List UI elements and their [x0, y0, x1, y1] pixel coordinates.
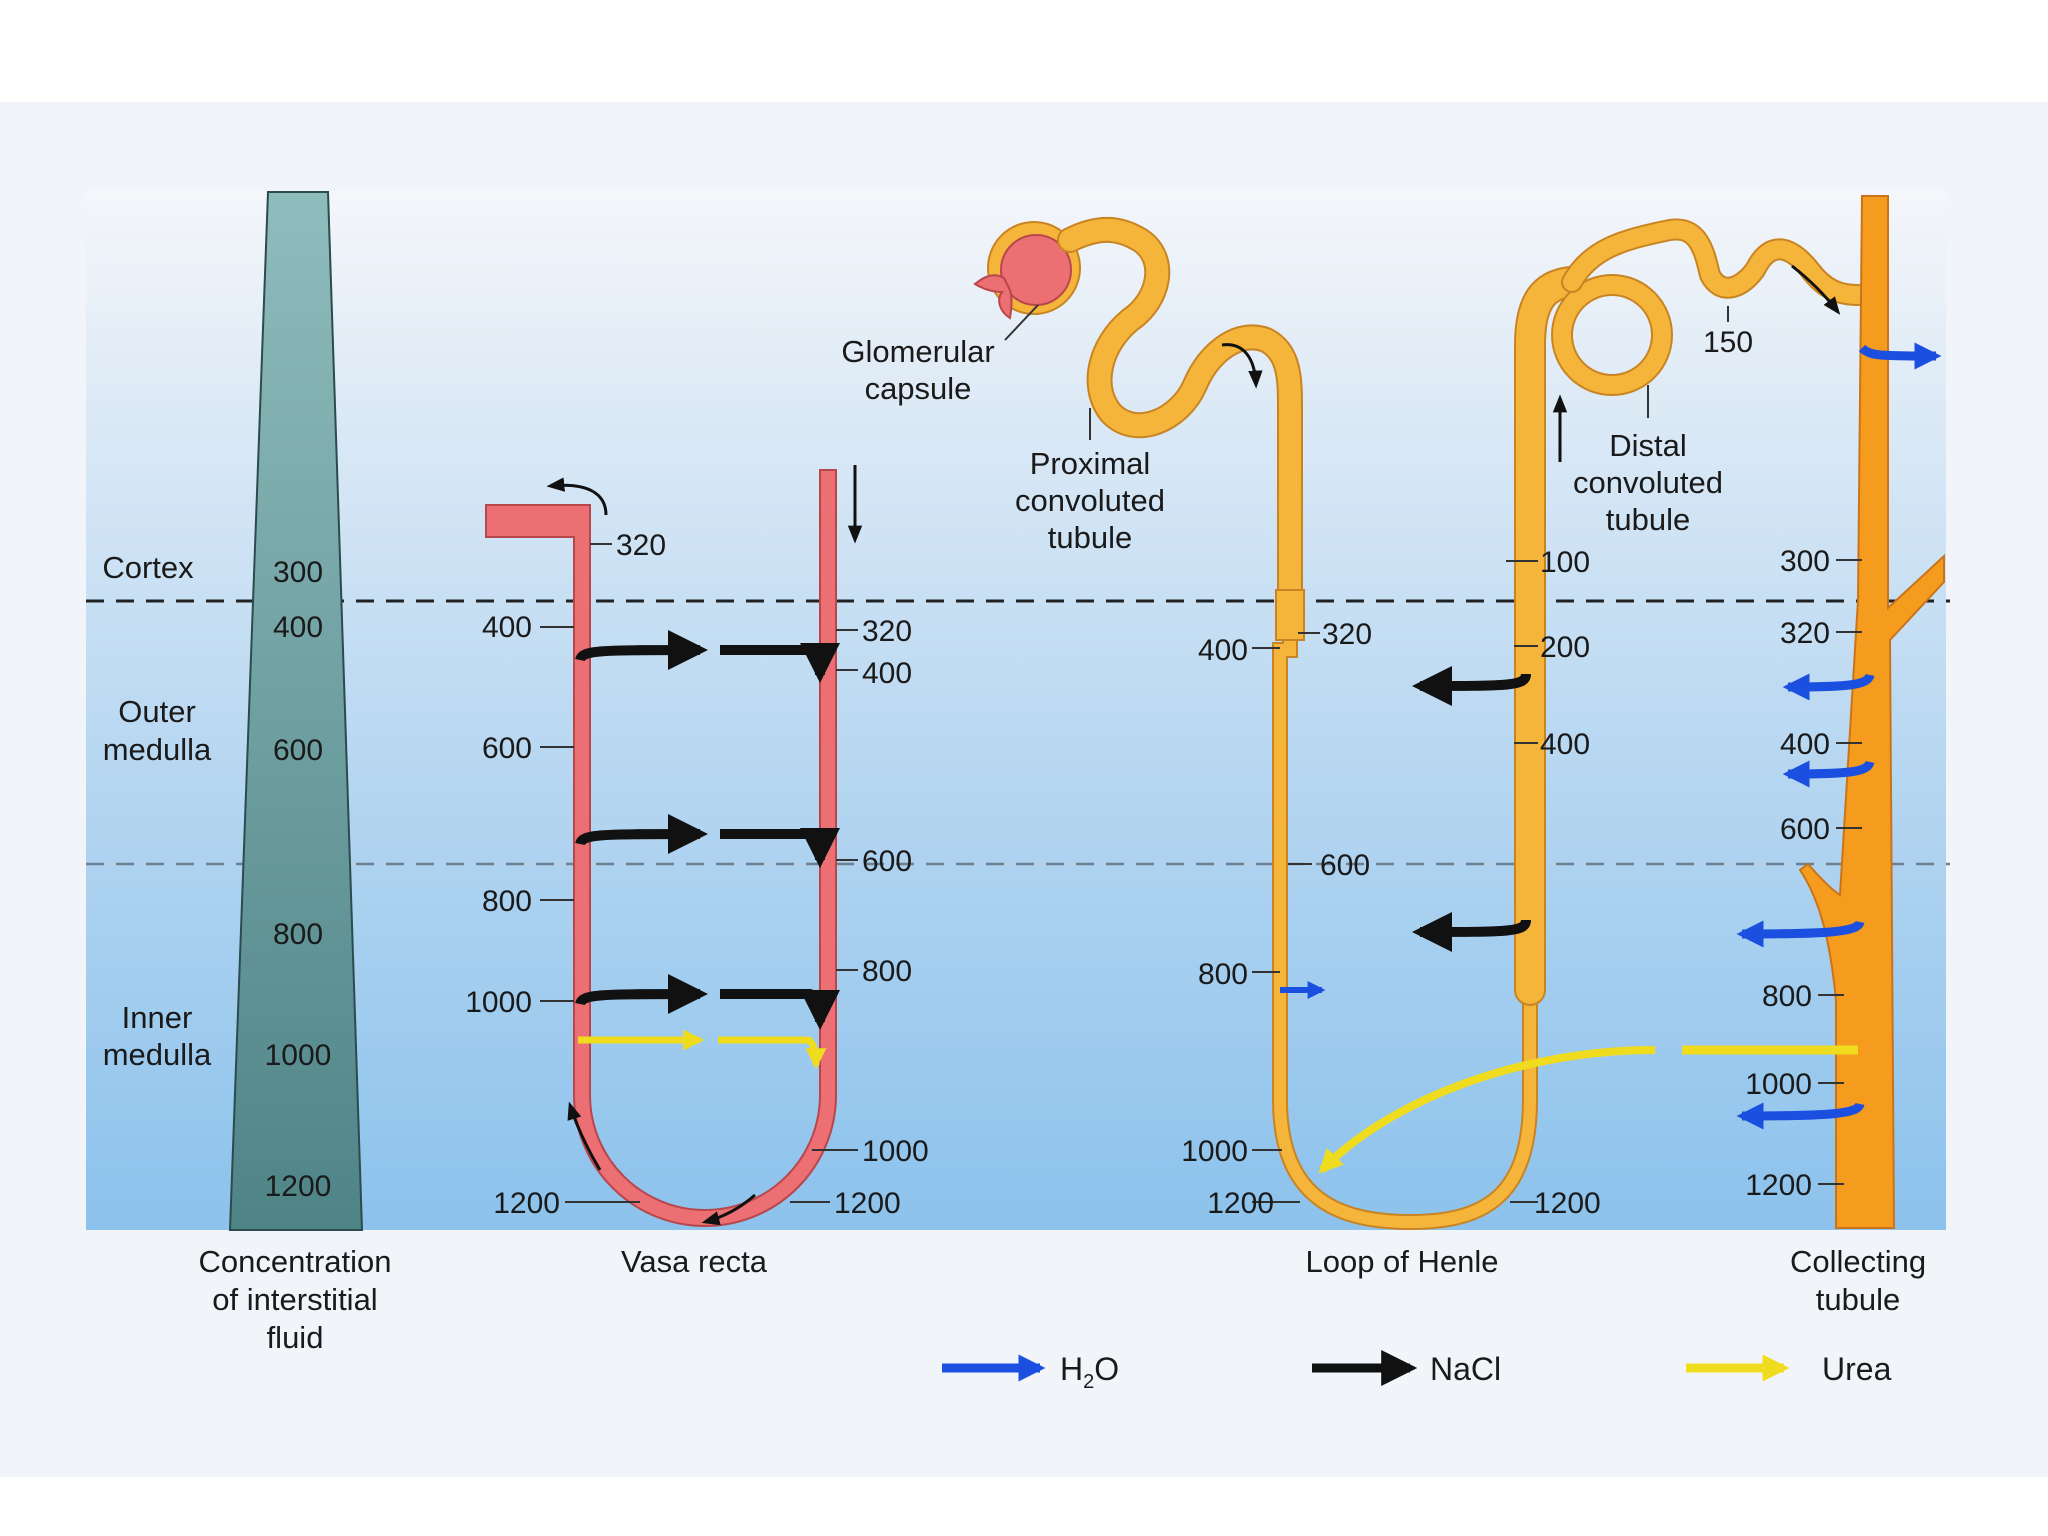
legend: H2O NaCl Urea — [942, 1350, 1892, 1393]
vasa-recta-left-value: 400 — [482, 611, 532, 644]
collecting-tubule-caption-2: tubule — [1816, 1282, 1900, 1317]
loop-ascending-value: 100 — [1540, 546, 1590, 579]
tissue-panel — [86, 190, 1946, 1230]
loop-descending-value: 400 — [1198, 634, 1248, 667]
region-label-outer-medulla-1: Outer — [118, 694, 196, 729]
h2o-arrow — [1858, 342, 1942, 370]
vasa-recta-left-value: 600 — [482, 732, 532, 765]
distal-value: 150 — [1703, 326, 1753, 359]
urea-arrow — [1318, 1046, 1656, 1174]
region-label-outer-medulla-2: medulla — [103, 732, 212, 767]
region-label-inner-medulla-1: Inner — [122, 1000, 193, 1035]
glomerular-capsule-label-1: Glomerular — [841, 334, 994, 369]
vasa-recta-vessel — [485, 469, 837, 1227]
h2o-arrow — [1736, 1102, 1865, 1130]
loop-of-henle-caption: Loop of Henle — [1305, 1244, 1498, 1279]
urea-arrow — [718, 1036, 827, 1070]
h2o-arrow — [1782, 760, 1875, 788]
collecting-tubule-caption-1: Collecting — [1790, 1244, 1926, 1279]
collecting-tubule: 300 320 400 600 800 1000 1200 Collecting… — [1682, 195, 1945, 1317]
collecting-value: 320 — [1780, 617, 1830, 650]
vasa-recta-outflow-arrow — [546, 477, 608, 516]
vasa-recta-nacl-arrows — [575, 630, 840, 1030]
nacl-arrow — [720, 642, 840, 683]
interstitial-concentration-column — [228, 191, 364, 1231]
nacl-arrow — [575, 974, 708, 1015]
interstitial-caption-line-1: Concentration — [198, 1244, 391, 1279]
h2o-arrow — [1782, 673, 1875, 701]
interstitial-value: 300 — [273, 556, 323, 589]
proximal-tubule-label-3: tubule — [1048, 520, 1132, 555]
vasa-recta-left-value: 1200 — [493, 1187, 560, 1220]
loop-descending-value: 1200 — [1207, 1187, 1274, 1220]
glomerulus — [1000, 234, 1072, 306]
interstitial-value: 600 — [273, 734, 323, 767]
nephron: Glomerular capsule Proximal convoluted t… — [841, 216, 1869, 1279]
loop-descending-value: 1000 — [1181, 1135, 1248, 1168]
region-label-cortex: Cortex — [102, 550, 194, 585]
loop-descending-value: 800 — [1198, 958, 1248, 991]
collecting-value: 600 — [1780, 813, 1830, 846]
collecting-value: 1200 — [1745, 1169, 1812, 1202]
dct-flow-arrow — [1791, 264, 1841, 315]
distal-tubule-label-1: Distal — [1609, 428, 1687, 463]
vasa-recta-right-value: 400 — [862, 657, 912, 690]
vasa-recta-left-value: 1000 — [465, 986, 532, 1019]
vasa-recta-upflow-arrow — [567, 1101, 602, 1171]
loop-ascending-value: 200 — [1540, 631, 1590, 664]
interstitial-value: 400 — [273, 611, 323, 644]
vasa-recta-left-value: 800 — [482, 885, 532, 918]
nacl-arrow — [720, 989, 840, 1030]
nacl-arrow — [1412, 665, 1531, 706]
loop-descending-value: 320 — [1322, 618, 1372, 651]
glomerular-capsule-label-2: capsule — [865, 371, 972, 406]
vasa-recta-bottom-arrow — [701, 1193, 756, 1226]
legend-h2o-label: H2O — [1060, 1351, 1119, 1393]
proximal-tubule-label-1: Proximal — [1030, 446, 1151, 481]
vasa-recta-right-value: 600 — [862, 845, 912, 878]
proximal-tubule-label-2: convoluted — [1015, 483, 1165, 518]
interstitial-values: 300 400 600 800 1000 1200 — [265, 556, 332, 1203]
vasa-recta: 320 400 600 800 1000 1200 320 400 600 80… — [465, 465, 929, 1279]
vasa-recta-urea-arrows — [578, 1029, 827, 1070]
distal-tubule-label-2: convoluted — [1573, 465, 1723, 500]
h2o-arrow — [1736, 920, 1865, 948]
vasa-recta-top-value: 320 — [616, 529, 666, 562]
vasa-recta-right-value: 1000 — [862, 1135, 929, 1168]
loop-ascending-value: 400 — [1540, 728, 1590, 761]
nacl-arrow — [1412, 911, 1531, 952]
pct-flow-arrow — [1221, 343, 1263, 389]
collecting-value: 300 — [1780, 545, 1830, 578]
nacl-arrow — [720, 827, 840, 868]
distal-tubule-label-3: tubule — [1606, 502, 1690, 537]
vasa-recta-right-value: 1200 — [834, 1187, 901, 1220]
interstitial-value: 800 — [273, 918, 323, 951]
collecting-value: 400 — [1780, 728, 1830, 761]
region-label-inner-medulla-2: medulla — [103, 1037, 212, 1072]
nacl-arrow — [575, 630, 708, 671]
vasa-recta-caption: Vasa recta — [621, 1244, 768, 1279]
interstitial-value: 1000 — [265, 1039, 332, 1072]
vasa-recta-right-value: 320 — [862, 615, 912, 648]
legend-urea-label: Urea — [1822, 1351, 1892, 1387]
nacl-arrow — [575, 814, 708, 855]
loop-ascending-value: 1200 — [1534, 1187, 1601, 1220]
afferent-arteriole — [973, 274, 1013, 320]
interstitial-caption-line-2: of interstitial — [212, 1282, 377, 1317]
legend-nacl-label: NaCl — [1430, 1351, 1501, 1387]
interstitial-caption-line-3: fluid — [267, 1320, 324, 1355]
collecting-value: 1000 — [1745, 1068, 1812, 1101]
vasa-recta-right-value: 800 — [862, 955, 912, 988]
collecting-value: 800 — [1762, 980, 1812, 1013]
loop-descending-value: 600 — [1320, 849, 1370, 882]
collecting-tubule-duct — [1798, 195, 1945, 1229]
interstitial-value: 1200 — [265, 1170, 332, 1203]
